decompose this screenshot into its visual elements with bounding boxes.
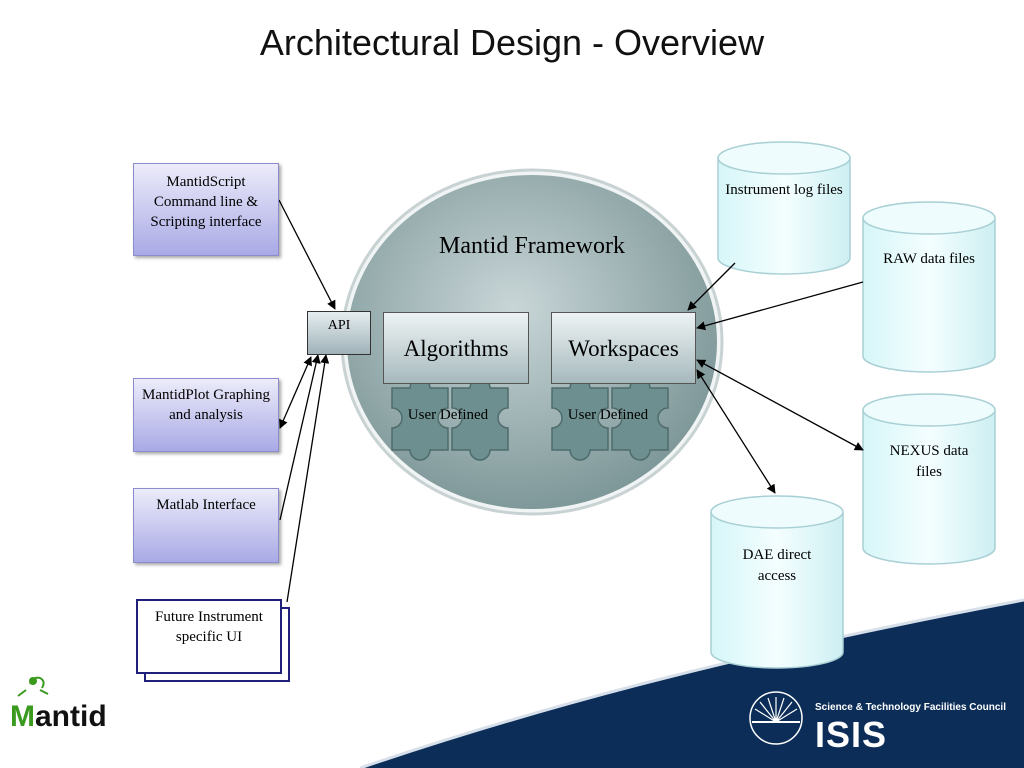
dae-access-label: DAE direct access	[742, 547, 812, 584]
mantidplot-box: MantidPlot Graphing and analysis	[133, 378, 279, 452]
mantid-logo: Mantid	[10, 700, 107, 734]
cylinder-dae	[710, 495, 844, 669]
cylinder-instrument-log	[717, 141, 851, 275]
footer-wave-edge	[359, 598, 1024, 768]
cylinder-raw	[862, 201, 996, 373]
footer-wave	[360, 600, 1024, 768]
matlab-box: Matlab Interface	[133, 488, 279, 563]
mantidscript-box: MantidScript Command line & Scripting in…	[133, 163, 279, 256]
stfc-label: Science & Technology Facilities Council	[815, 702, 1006, 713]
mantis-icon	[17, 676, 49, 697]
nexus-files-label: NEXUS data files	[889, 443, 969, 480]
arrow-future-api	[286, 354, 330, 603]
mantid-logo-text: antid	[35, 700, 107, 733]
arrow-mantidplot-api	[279, 356, 312, 429]
framework-title: Mantid Framework	[439, 233, 625, 259]
arrow-nexus-workspaces	[696, 359, 864, 451]
user-defined-label-workspaces: User Defined	[567, 407, 649, 423]
instrument-log-label: Instrument log files	[725, 182, 843, 198]
raw-files-label: RAW data files	[883, 251, 975, 267]
isis-label: ISIS	[815, 714, 888, 755]
isis-logo-icon	[749, 691, 803, 745]
api-box: API	[307, 311, 371, 355]
workspaces-box: Workspaces	[551, 312, 696, 384]
arrow-instrument-log-workspaces	[687, 262, 736, 311]
puzzle-group-workspaces	[551, 377, 669, 461]
arrow-raw-workspaces	[696, 281, 864, 331]
arrow-matlab-api	[279, 354, 321, 521]
algorithms-box: Algorithms	[383, 312, 529, 384]
arrow-mantidscript-api	[278, 199, 336, 310]
future-ui-box: Future Instrument specific UI	[136, 599, 282, 674]
cylinder-nexus	[862, 393, 996, 565]
user-defined-label-algorithms: User Defined	[407, 407, 489, 423]
arrow-dae-workspaces	[696, 369, 776, 494]
mantid-logo-m: M	[10, 700, 35, 733]
page-title: Architectural Design - Overview	[259, 22, 765, 63]
puzzle-group-algorithms	[391, 377, 509, 461]
